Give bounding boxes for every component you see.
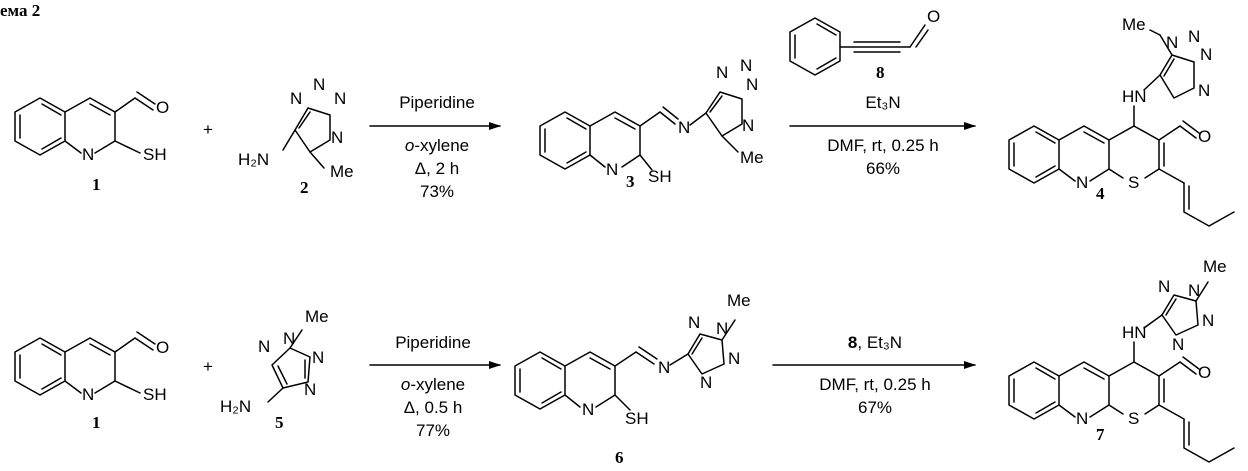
compound-3-structure — [539, 91, 743, 171]
compound-8-number: 8 — [876, 63, 885, 82]
compound-5-h2n-label: H₂N — [220, 397, 251, 416]
compound-6-me-label: Me — [727, 291, 751, 310]
compound-6-tetrazole-n-c: N — [728, 349, 740, 368]
compound-3-sh-label: SH — [648, 167, 672, 186]
arrow1-row1-yield: 73% — [420, 182, 454, 201]
compound-6-tetrazole-n-b: N — [716, 319, 728, 338]
compound-7-me-label: Me — [1203, 257, 1227, 276]
compound-2-n-label-d: N — [331, 128, 343, 147]
arrow2-row1-base: Et₃N — [865, 93, 900, 112]
compound-4-hn-label: HN — [1122, 87, 1147, 106]
compound-4-tetrazole-n-a: N — [1166, 33, 1178, 52]
compound-6-tetrazole-n-a: N — [688, 313, 700, 332]
arrow2-row2-yield: 67% — [858, 398, 892, 417]
compound-5-structure — [267, 329, 311, 403]
compound-1-row2-n-label: N — [82, 385, 94, 404]
arrow1-row2-reagent: Piperidine — [395, 333, 471, 352]
scheme-header: ема 2 — [0, 1, 40, 20]
compound-2-n-label-b: N — [313, 75, 325, 94]
compound-5-n-label-c: N — [312, 348, 324, 367]
compound-6-imine-n-label: N — [658, 358, 670, 377]
compound-7-tetrazole-n-a: N — [1158, 277, 1170, 296]
compound-4-structure — [1008, 29, 1235, 227]
compound-3-tetrazole-n-a: N — [716, 63, 728, 82]
compound-7-tetrazole-n-b: N — [1188, 281, 1200, 300]
compound-4-tetrazole-n-d: N — [1198, 81, 1210, 100]
arrow1-row2-solvent: o-xylene — [401, 375, 465, 394]
arrow2-row1-conditions: DMF, rt, 0.25 h — [827, 136, 938, 155]
compound-2-h2n-label: H₂N — [238, 150, 269, 169]
compound-3-tetrazole-n-b: N — [740, 56, 752, 75]
compound-1-sh-label: SH — [143, 145, 167, 164]
compound-7-structure — [1008, 281, 1235, 463]
compound-4-tetrazole-n-c: N — [1200, 45, 1212, 64]
compound-7-tetrazole-n-d: N — [1172, 335, 1184, 354]
compound-7-hn-label: HN — [1122, 323, 1147, 342]
arrow1-row1-reagent: Piperidine — [399, 93, 475, 112]
compound-6-sh-label: SH — [625, 409, 649, 428]
compound-3-tetrazole-n-d: N — [742, 116, 754, 135]
compound-3-me-label: Me — [740, 148, 764, 167]
compound-7-ring-n-label: N — [1076, 409, 1088, 428]
arrow1-row2-time: Δ, 0.5 h — [404, 398, 463, 417]
compound-4-s-label: S — [1128, 173, 1139, 192]
arrow2-row2-conditions: DMF, rt, 0.25 h — [819, 375, 930, 394]
compound-6-tetrazole-n-d: N — [700, 373, 712, 392]
plus-sign-row2: + — [203, 357, 213, 376]
compound-1-row2-number: 1 — [92, 413, 101, 432]
compound-1-structure — [14, 91, 156, 156]
compound-2-n-label-a: N — [290, 89, 302, 108]
compound-8-o-label: O — [927, 7, 940, 26]
compound-3-imine-n-label: N — [678, 118, 690, 137]
compound-3-tetrazole-n-c: N — [746, 75, 758, 94]
arrow2-row2-reagents: 8, Et₃N — [848, 333, 902, 352]
compound-4-me-label: Me — [1122, 15, 1146, 34]
compound-6-structure — [514, 319, 736, 411]
compound-2-me-label: Me — [330, 162, 354, 181]
compound-7-s-label: S — [1128, 409, 1139, 428]
compound-3-ring-n-label: N — [606, 160, 618, 179]
compound-4-tetrazole-n-b: N — [1188, 27, 1200, 46]
arrow1-row1-solvent: o-xylene — [405, 136, 469, 155]
compound-1-row2-sh-label: SH — [143, 385, 167, 404]
compound-4-number: 4 — [1096, 184, 1105, 203]
compound-5-me-label: Me — [305, 307, 329, 326]
compound-2-number: 2 — [300, 178, 309, 197]
compound-6-number: 6 — [615, 448, 624, 467]
compound-5-n-label-a: N — [258, 337, 270, 356]
compound-2-n-label-c: N — [334, 89, 346, 108]
compound-7-o-label: O — [1198, 363, 1211, 382]
compound-8-structure — [789, 17, 929, 76]
compound-1-o-label: O — [156, 98, 169, 117]
compound-5-number: 5 — [275, 413, 284, 432]
compound-4-o-label: O — [1198, 127, 1211, 146]
compound-1-row2-o-label: O — [156, 338, 169, 357]
plus-sign-row1: + — [203, 120, 213, 139]
compound-5-n-label-d: N — [304, 380, 316, 399]
compound-5-n-label-b: N — [283, 329, 295, 348]
compound-7-number: 7 — [1096, 425, 1105, 444]
compound-2-structure — [282, 107, 331, 169]
arrow2-row1-yield: 66% — [866, 159, 900, 178]
arrow1-row1-time: Δ, 2 h — [415, 159, 459, 178]
compound-3-number: 3 — [626, 172, 635, 191]
compound-1-n-label: N — [82, 145, 94, 164]
compound-1-number: 1 — [92, 175, 101, 194]
compound-7-tetrazole-n-c: N — [1202, 311, 1214, 330]
compound-6-ring-n-label: N — [582, 400, 594, 419]
compound-4-ring-n-label: N — [1076, 173, 1088, 192]
compound-1-structure-row2 — [14, 331, 156, 396]
arrow1-row2-yield: 77% — [416, 421, 450, 440]
